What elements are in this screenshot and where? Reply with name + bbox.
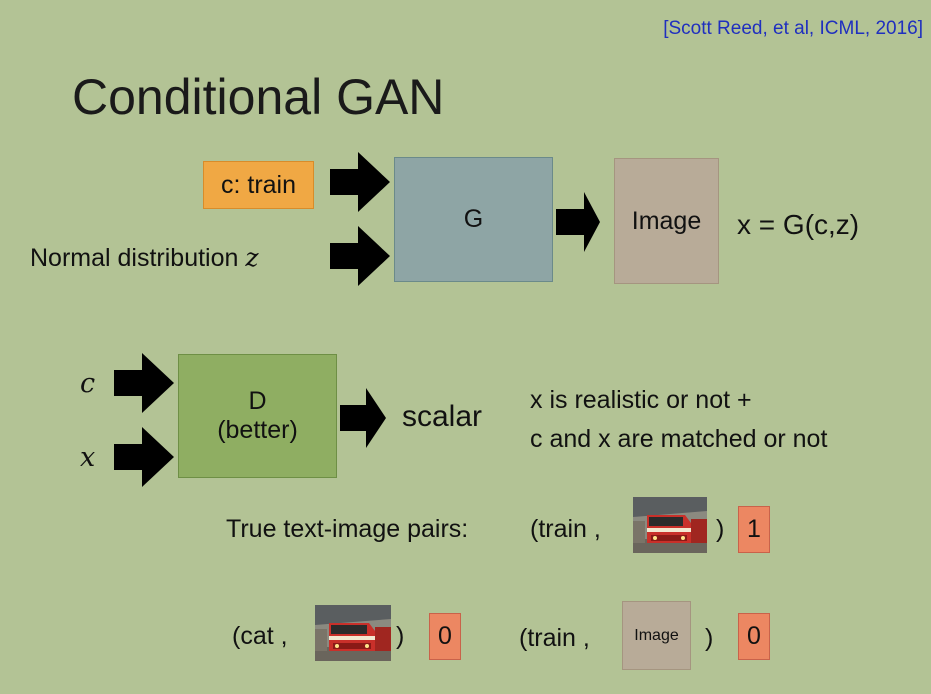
arrow-right-icon <box>330 226 390 286</box>
discriminator-label: D <box>248 387 267 415</box>
cat-pair-open: (cat , <box>232 622 288 650</box>
disc-input-x: x <box>80 442 96 473</box>
true-score-box: 1 <box>738 506 770 553</box>
slide-title: Conditional GAN <box>72 69 445 125</box>
generator-equation: x = G(c,z) <box>737 209 860 240</box>
true-score: 1 <box>747 515 761 543</box>
fake-image-box: Image <box>622 601 691 670</box>
train-photo <box>315 605 391 661</box>
cat-pair-close: ) <box>396 622 405 650</box>
train-photo <box>633 497 707 553</box>
discriminator-box: D (better) <box>178 354 337 478</box>
noise-label: Normal distribution z <box>30 243 259 273</box>
fake-pair-close: ) <box>705 624 714 652</box>
citation: [Scott Reed, et al, ICML, 2016] <box>663 18 923 39</box>
disc-description-2: c and x are matched or not <box>530 425 828 453</box>
discriminator-sublabel: (better) <box>217 416 298 444</box>
true-pair-close: ) <box>716 515 725 543</box>
fake-pair-open: (train , <box>519 624 590 652</box>
cat-score-box: 0 <box>429 613 461 660</box>
arrow-right-icon <box>114 353 174 413</box>
fake-score-box: 0 <box>738 613 770 660</box>
arrow-right-icon <box>340 388 386 448</box>
fake-image-label: Image <box>634 626 679 644</box>
disc-output: scalar <box>402 400 483 433</box>
arrow-right-icon <box>556 192 600 252</box>
condition-box: c: train <box>203 161 314 209</box>
fake-score: 0 <box>747 622 761 650</box>
output-image-box: Image <box>614 158 719 284</box>
true-pairs-label: True text-image pairs: <box>226 515 469 543</box>
output-image-label: Image <box>631 206 702 235</box>
condition-label: c: train <box>220 170 297 199</box>
true-pair-open: (train , <box>530 515 601 543</box>
arrow-right-icon <box>114 427 174 487</box>
arrow-right-icon <box>330 152 390 212</box>
disc-input-c: c <box>80 368 96 399</box>
generator-box: G <box>394 157 553 282</box>
noise-var: z <box>245 243 259 272</box>
generator-label: G <box>463 205 484 233</box>
noise-text: Normal distribution <box>30 244 239 272</box>
disc-description-1: x is realistic or not + <box>530 386 752 414</box>
cat-score: 0 <box>438 622 452 650</box>
